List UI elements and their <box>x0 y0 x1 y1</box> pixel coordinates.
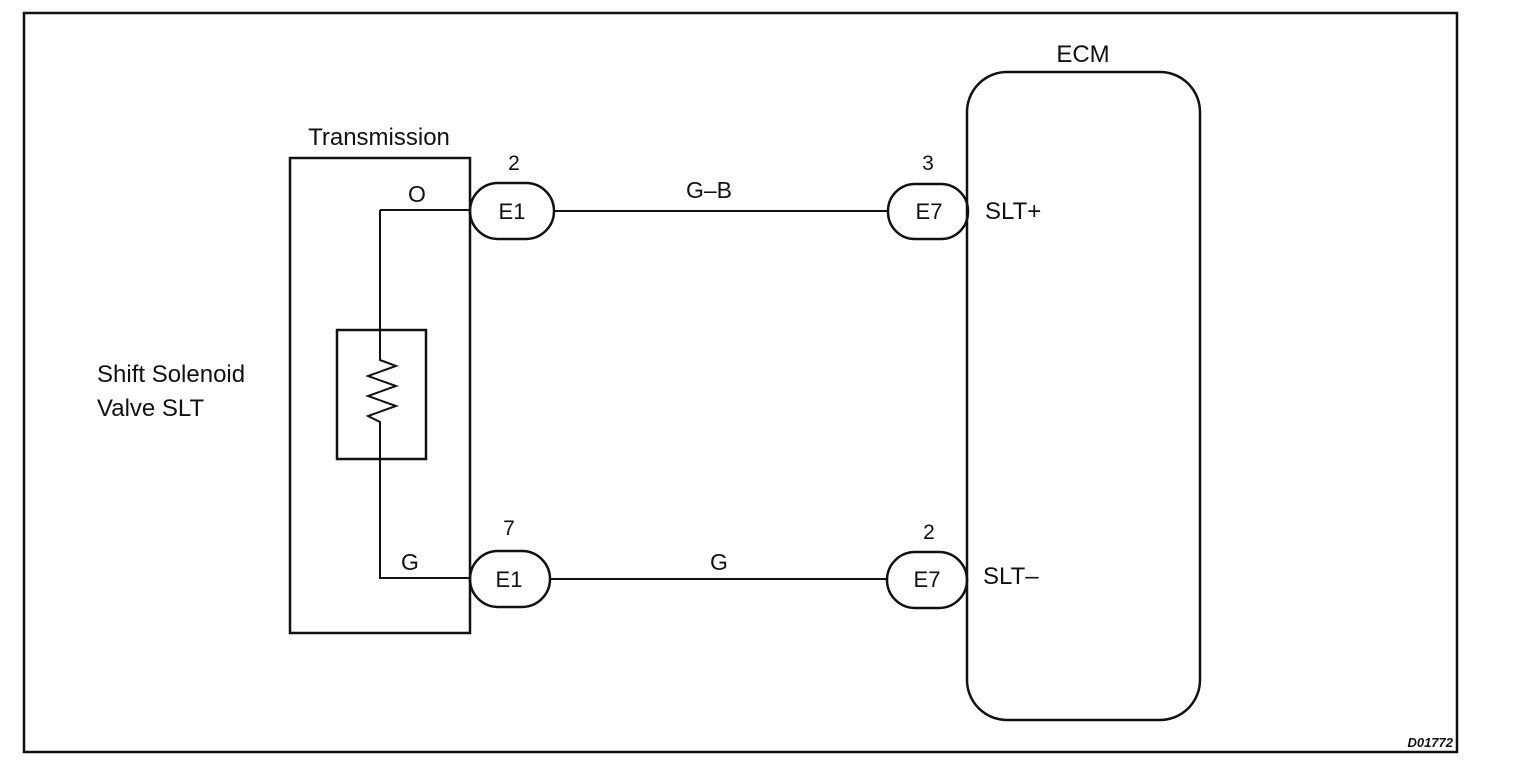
solenoid-label-line2: Valve SLT <box>97 395 204 422</box>
inner-wire-color-top: O <box>408 181 426 207</box>
solenoid-box <box>335 328 428 461</box>
diagram-frame <box>22 11 1459 754</box>
trans-pin-top: 2 <box>508 152 520 175</box>
transmission-box <box>288 156 472 635</box>
connector-e1-bottom-label: E1 <box>496 567 523 592</box>
connector-e7-bottom <box>885 550 969 610</box>
harness-wire-color-bottom: G <box>710 549 728 575</box>
ecm-box <box>965 70 1202 722</box>
trans-pin-bottom: 7 <box>503 517 515 540</box>
ecm-pin-top: 3 <box>922 152 934 175</box>
ecm-terminal-top: SLT+ <box>985 198 1041 225</box>
solenoid-label-line1: Shift Solenoid <box>97 361 245 388</box>
resistor-symbol <box>365 210 470 579</box>
ecm-pin-bottom: 2 <box>923 521 935 544</box>
inner-wire-color-bottom: G <box>401 549 419 575</box>
connector-e7-top-label: E7 <box>916 199 943 224</box>
connector-e7-top <box>886 182 970 241</box>
ecm-terminal-bottom: SLT– <box>983 563 1039 590</box>
connector-e1-top-label: E1 <box>499 199 526 224</box>
harness-wire-color-top: G–B <box>686 177 732 203</box>
figure-ref: D01772 <box>1407 735 1453 750</box>
ecm-label: ECM <box>1056 41 1109 68</box>
connector-e7-bottom-label: E7 <box>914 567 941 592</box>
transmission-label: Transmission <box>308 124 450 151</box>
